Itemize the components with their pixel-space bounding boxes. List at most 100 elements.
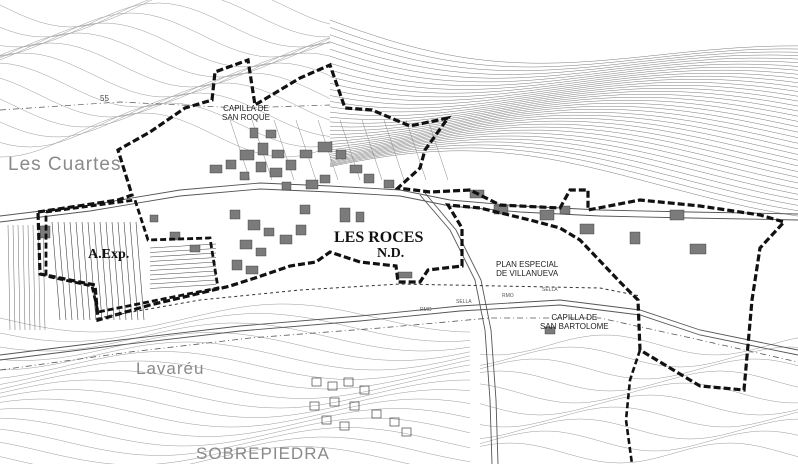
building <box>265 129 277 139</box>
contour-line-ne <box>329 78 798 105</box>
contour-line-ne <box>329 88 798 116</box>
contour-line-s <box>0 436 471 464</box>
contour-line-se <box>479 370 798 392</box>
building <box>383 179 395 189</box>
contour-line-nw <box>0 2 331 48</box>
contour-line-ne <box>329 105 798 139</box>
contour-line-nw <box>0 22 331 68</box>
capilla-san-bartolome-line1: CAPILLA DE <box>551 313 598 322</box>
contour-line-s <box>0 446 411 464</box>
building <box>335 149 347 160</box>
building-outline <box>339 421 350 431</box>
building <box>397 271 413 279</box>
building <box>279 234 293 245</box>
building <box>579 223 595 235</box>
building-outline <box>311 377 322 387</box>
parcel-strip <box>81 221 91 321</box>
parcel-strip <box>63 221 73 321</box>
contour-line-nw <box>0 92 331 138</box>
building <box>239 149 255 161</box>
contour-line-nw <box>0 12 331 58</box>
building <box>281 181 292 191</box>
parcel-line <box>383 119 405 181</box>
parcel-strip <box>99 221 109 321</box>
contour-line-s <box>0 360 471 390</box>
building <box>255 247 267 257</box>
contour-line-se <box>479 442 798 464</box>
boundary-main <box>36 57 787 392</box>
contour-line-s <box>0 417 471 447</box>
contour-line-s <box>0 351 471 380</box>
parcel-strip <box>149 279 217 285</box>
boundary-south <box>624 349 642 464</box>
zone-label-aexp: A.Exp. <box>88 247 130 262</box>
parcel-strip <box>93 221 103 321</box>
parcel-strip <box>111 221 121 321</box>
contour-line-ne <box>329 114 798 150</box>
contour-line-ne <box>329 97 798 128</box>
contour-line-s <box>0 408 471 437</box>
building-outline <box>349 401 360 411</box>
contour-line-ne <box>329 150 798 217</box>
contour-line-nw <box>0 52 331 98</box>
contour-line-ne <box>329 94 798 124</box>
building <box>231 259 243 271</box>
building <box>247 219 261 231</box>
capilla-san-roque-line2: SAN ROQUE <box>222 113 271 122</box>
contour-line-nw <box>0 42 331 88</box>
contour-line-s <box>0 379 471 409</box>
building <box>319 174 331 184</box>
building <box>239 239 253 250</box>
parcel-strip <box>149 261 217 267</box>
parcel-line <box>361 119 383 181</box>
parcel-strip <box>75 221 85 321</box>
contour-line-nw <box>0 0 331 38</box>
parcel-strip <box>87 221 97 321</box>
contour-line-nw <box>0 72 331 118</box>
building <box>245 265 259 275</box>
building <box>363 173 375 184</box>
contour-line-ne <box>329 41 798 75</box>
contour-line-s <box>0 322 471 352</box>
contour-line-ne <box>329 55 798 83</box>
contour-line-ne <box>329 69 798 94</box>
contour-line-se <box>479 406 798 428</box>
contour-line-s <box>0 370 471 399</box>
building <box>189 244 201 253</box>
contour-line-ne <box>329 34 798 71</box>
parcel-strip <box>42 224 46 331</box>
parcel-line <box>427 119 449 181</box>
road-edge <box>0 188 798 223</box>
road-edge <box>0 304 798 361</box>
parcel-strip <box>17 224 21 331</box>
contour-line-ne <box>329 141 798 201</box>
plan-especial-line2: DE VILLANUEVA <box>496 269 559 278</box>
contour-line-ne <box>329 129 798 178</box>
contour-line-nw <box>0 0 331 28</box>
road-edge <box>0 299 798 356</box>
contour-line-ne <box>329 111 798 145</box>
contour-line-ne <box>329 66 798 90</box>
road-edge <box>0 182 798 217</box>
place-label-les-cuartes: Les Cuartes <box>8 154 122 175</box>
parcel-strip <box>32 224 36 331</box>
building-outline <box>359 385 370 395</box>
contour-line-ne <box>329 123 798 167</box>
contour-line-s <box>0 332 471 361</box>
road-label-rmo-1: RMO <box>502 293 514 299</box>
parcel-strip <box>37 224 41 331</box>
parcel-line <box>405 119 427 181</box>
contour-line-nw <box>0 32 331 78</box>
parcel-strip <box>149 243 217 249</box>
parcel-strip <box>22 224 26 331</box>
contour-line-ne <box>329 48 798 79</box>
parcel-strip <box>123 221 133 321</box>
parcel-strip <box>27 224 31 331</box>
road-label-rmo-2: RMO <box>420 307 432 313</box>
building <box>255 161 267 173</box>
contour-line-ne <box>329 126 798 172</box>
contour-line-ne <box>329 138 798 195</box>
contour-line-ne <box>329 27 798 68</box>
